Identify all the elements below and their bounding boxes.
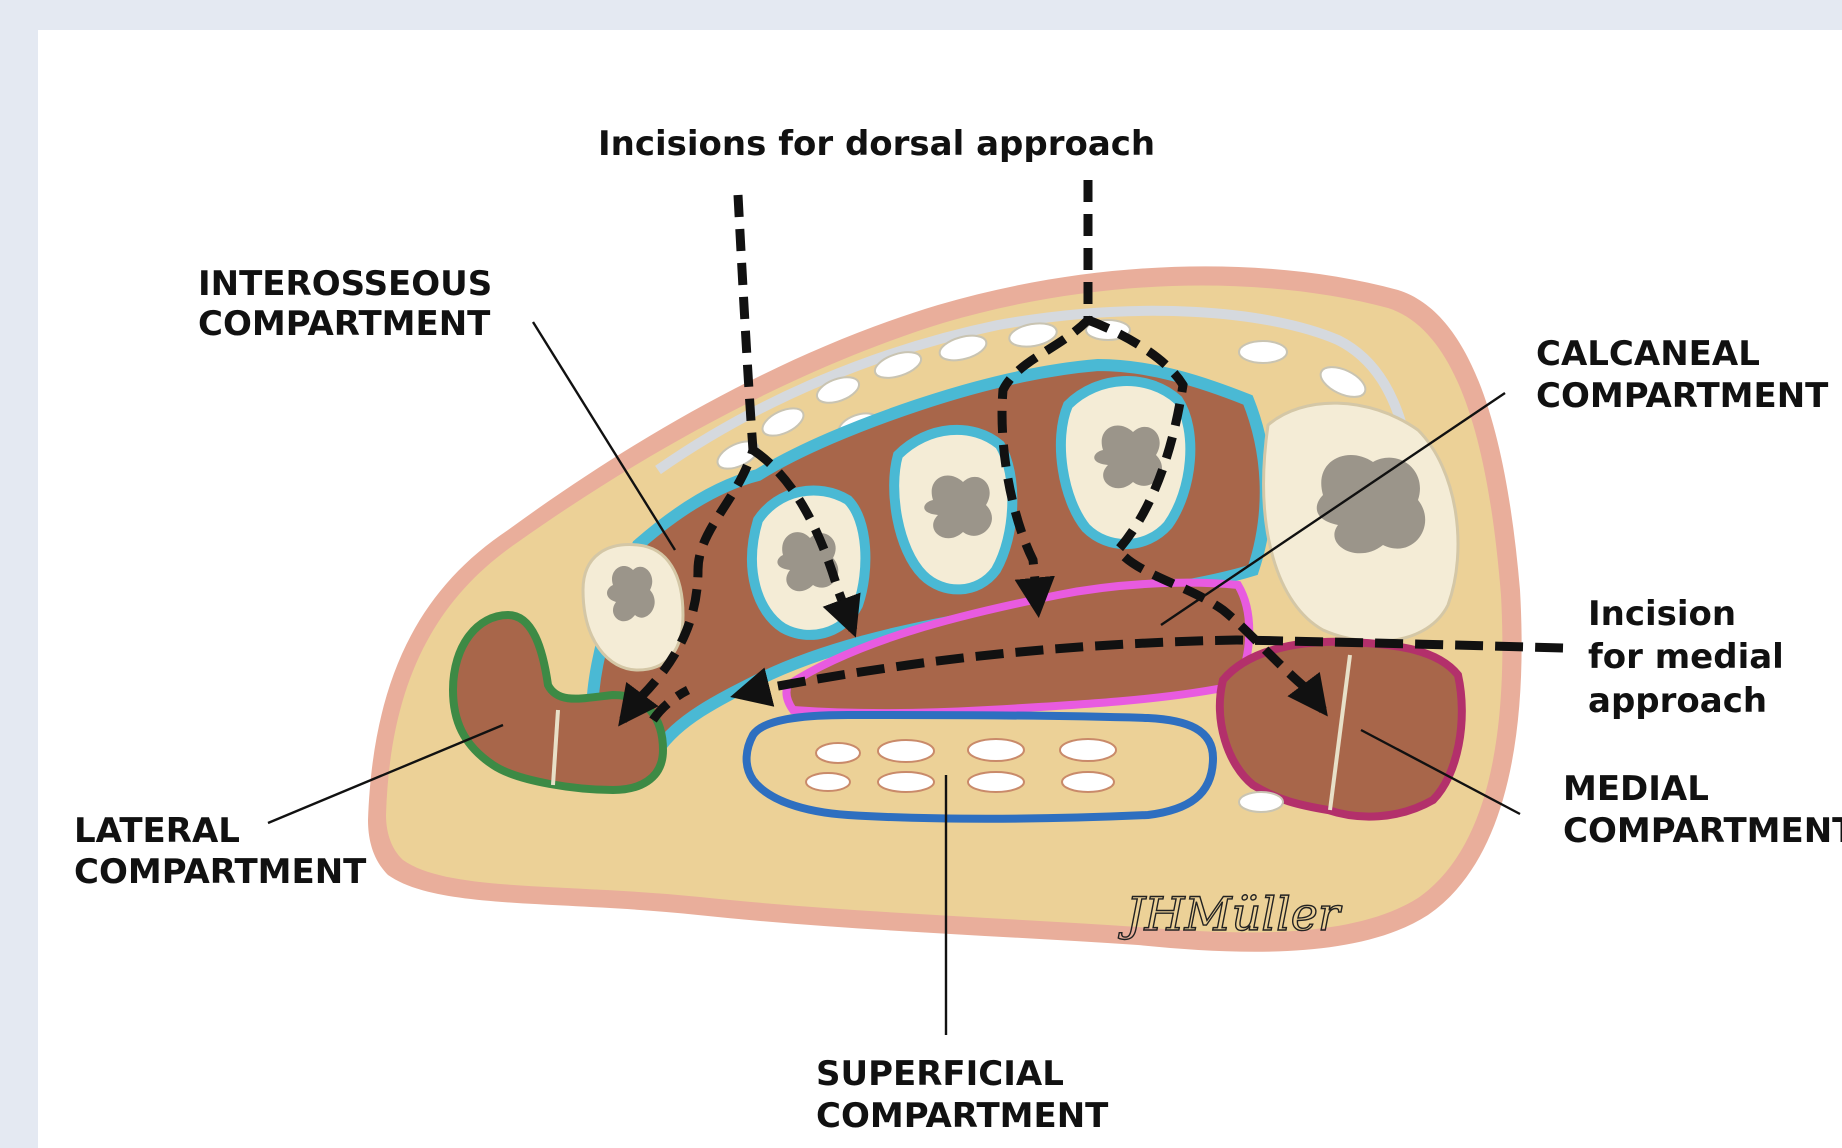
artist-signature: JHMüller: [1118, 887, 1343, 941]
calcaneal-label-line1: CALCANEAL: [1536, 334, 1760, 374]
interosseous-label-line1: INTEROSSEOUS: [198, 264, 492, 304]
medial-incision-label-line1: Incision: [1588, 594, 1736, 634]
lateral-label-line2: COMPARTMENT: [74, 852, 367, 892]
lateral-label-line1: LATERAL: [74, 811, 240, 851]
medial-label-line2: COMPARTMENT: [1563, 811, 1842, 851]
medial-incision-label-line2: for medial: [1588, 637, 1784, 677]
calcaneal-label-line2: COMPARTMENT: [1536, 376, 1829, 416]
medial-label-line1: MEDIAL: [1563, 769, 1709, 809]
medial-incision-label-line3: approach: [1588, 681, 1767, 721]
medial-tendon: [1239, 792, 1283, 812]
superficial-label-line1: SUPERFICIAL: [816, 1054, 1064, 1094]
figure-panel: Incisions for dorsal approach INTEROSSEO…: [38, 30, 1842, 1148]
foot-compartment-diagram: Incisions for dorsal approach INTEROSSEO…: [38, 30, 1842, 1148]
dorsal-approach-label: Incisions for dorsal approach: [598, 124, 1155, 164]
interosseous-label-line2: COMPARTMENT: [198, 304, 491, 344]
superficial-compartment: [747, 715, 1213, 819]
superficial-label-line2: COMPARTMENT: [816, 1096, 1109, 1136]
